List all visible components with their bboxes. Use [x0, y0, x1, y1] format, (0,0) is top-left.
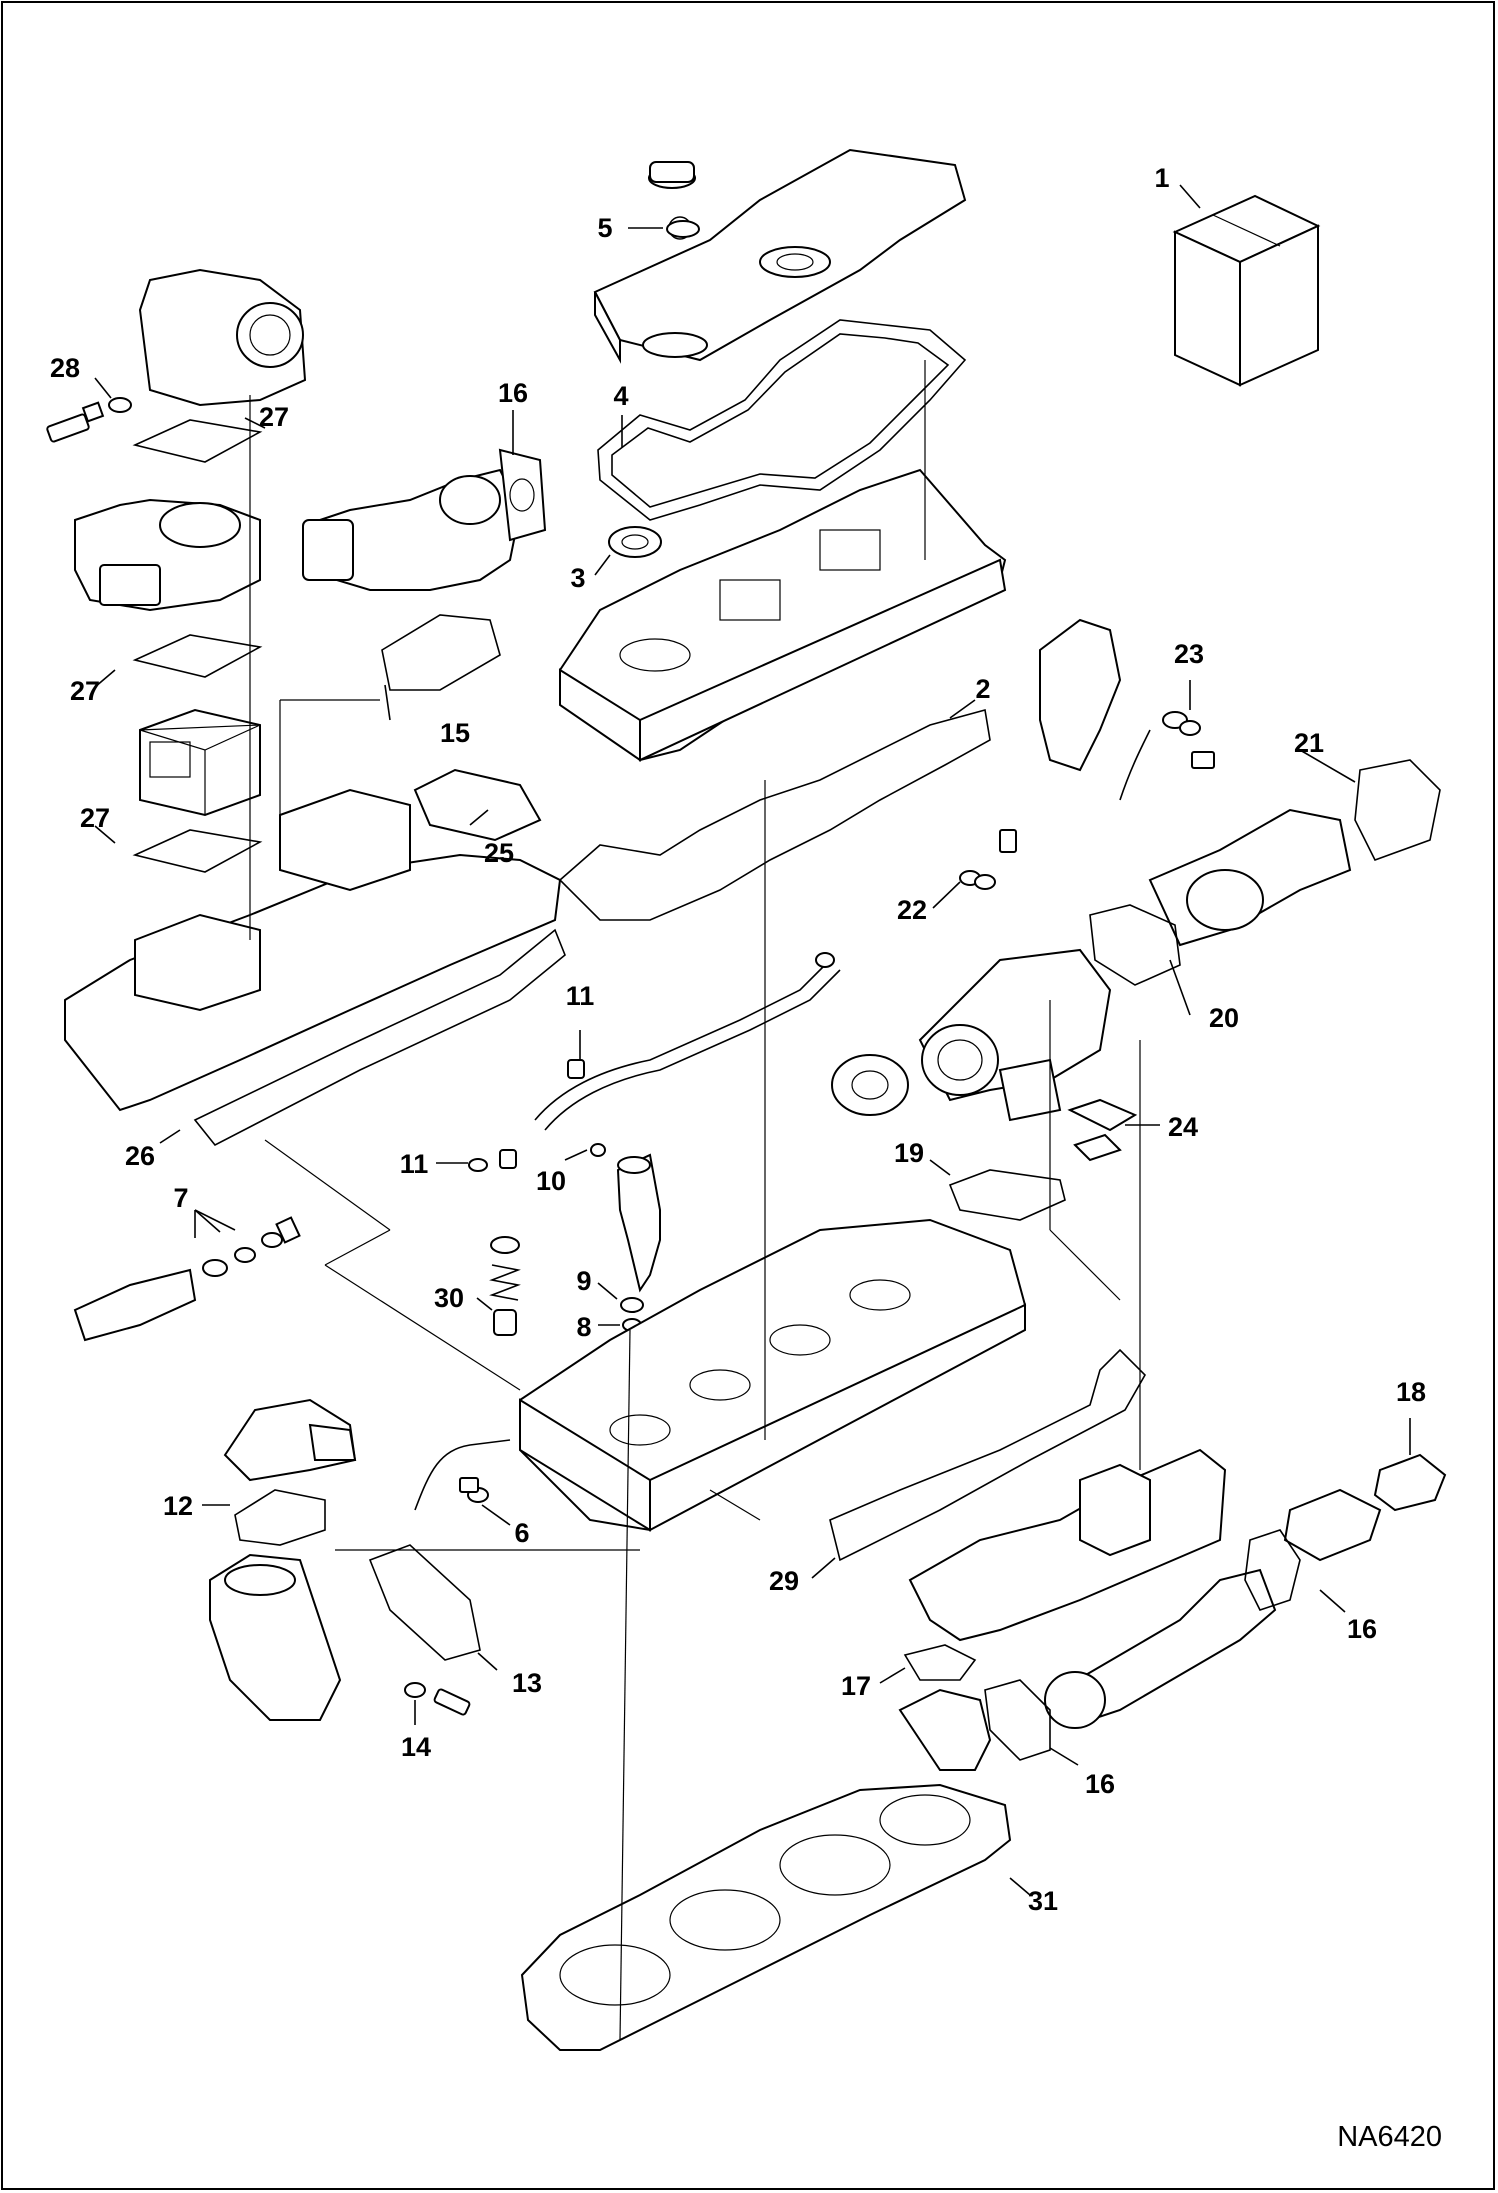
callout-7: 7: [173, 1183, 188, 1213]
part-intake-gasket: [193, 928, 566, 1147]
part-gasket-17: [903, 1644, 977, 1681]
part-gasket-12: [234, 1489, 326, 1546]
callout-16a: 16: [498, 378, 528, 408]
part-kit-box: [1172, 194, 1321, 387]
callout-27b: 27: [70, 676, 100, 706]
part-intake-manifold: [64, 788, 562, 1112]
part-sensor-28: [46, 397, 132, 443]
part-fuel-rail: [73, 1216, 301, 1342]
part-exhaust-outlet: [1148, 808, 1352, 947]
callout-30: 30: [434, 1283, 464, 1313]
callout-8: 8: [576, 1312, 591, 1342]
part-intake-elbow: [138, 268, 307, 407]
part-seal-10: [590, 1143, 606, 1157]
part-temp-sensor: [433, 1688, 471, 1716]
callout-20: 20: [1209, 1003, 1239, 1033]
part-gasket-21: [1354, 759, 1441, 861]
part-rocker-housing: [558, 468, 1007, 762]
part-rocker-gasket: [558, 708, 991, 921]
part-pipe-6: [414, 1439, 511, 1511]
part-flange-16: [1283, 1488, 1382, 1562]
part-engine-block-partial: [1039, 618, 1215, 801]
part-clamp-11: [468, 1059, 585, 1172]
part-thermostat-housing: [223, 1398, 357, 1482]
part-gasket-16-right: [1244, 1529, 1301, 1611]
part-gasket-16-low: [984, 1679, 1051, 1761]
part-egr-cooler-block: [139, 708, 261, 817]
callout-6: 6: [514, 1518, 529, 1548]
part-egr-valve: [302, 448, 547, 591]
part-water-outlet: [209, 1553, 342, 1721]
callout-9: 9: [576, 1266, 591, 1296]
leader-lines: [94, 184, 1411, 1896]
part-gasket-27-low: [132, 829, 263, 873]
callout-22: 22: [897, 895, 927, 925]
part-fuel-line: [534, 952, 841, 1131]
part-gasket-27-mid: [132, 634, 263, 678]
part-gasket-13: [368, 1544, 481, 1661]
callout-16c: 16: [1085, 1769, 1115, 1799]
part-seal-3: [608, 526, 662, 558]
part-flange-18: [1373, 1453, 1447, 1512]
part-bracket-24: [1067, 1098, 1138, 1162]
part-gasket-19: [948, 1169, 1066, 1221]
callout-26: 26: [125, 1141, 155, 1171]
part-o-ring-5: [666, 220, 700, 238]
callout-11a: 11: [566, 981, 595, 1011]
callout-1: 1: [1154, 163, 1169, 193]
part-exhaust-gasket: [829, 1348, 1146, 1562]
callout-10: 10: [536, 1166, 566, 1196]
part-injector: [616, 1153, 661, 1293]
part-washer-14: [404, 1682, 426, 1698]
assembly-lines: [249, 360, 1141, 2041]
figure-code: NA6420: [1337, 2121, 1442, 2153]
part-o-ring-9: [620, 1297, 644, 1313]
part-exhaust-manifold: [908, 1448, 1227, 1642]
callout-29: 29: [769, 1566, 799, 1596]
part-cover-plate-25: [413, 768, 542, 842]
part-elbow-17: [898, 1688, 992, 1771]
callout-labels: 1 2 3 4 5 6 7 8 9 10 11 11 12 13 14 15 1…: [50, 163, 1426, 1916]
part-egr-cooler: [1044, 1568, 1277, 1729]
callout-31: 31: [1028, 1886, 1058, 1916]
callout-14: 14: [401, 1732, 431, 1762]
callout-25: 25: [484, 838, 514, 868]
part-valve-cover-gasket: [597, 319, 967, 521]
part-throttle-body: [74, 498, 261, 612]
callout-2: 2: [975, 674, 990, 704]
callout-16b: 16: [1347, 1614, 1377, 1644]
part-head-gasket: [520, 1783, 1012, 2051]
callout-4: 4: [613, 381, 628, 411]
callout-5: 5: [597, 213, 612, 243]
callout-3: 3: [570, 563, 585, 593]
part-bolt-22: [959, 829, 1017, 890]
callout-17: 17: [841, 1671, 871, 1701]
part-gasket-27-top: [132, 419, 263, 463]
callout-19: 19: [894, 1138, 924, 1168]
callout-11b: 11: [400, 1149, 429, 1179]
part-turbocharger: [831, 948, 1112, 1122]
callout-24: 24: [1168, 1112, 1198, 1142]
part-egr-gasket: [381, 614, 501, 691]
callout-23: 23: [1174, 639, 1204, 669]
callout-15: 15: [440, 718, 470, 748]
part-spring-30: [489, 1236, 521, 1336]
part-gasket-20: [1089, 904, 1181, 986]
part-cylinder-head: [519, 1218, 1027, 1532]
callout-12: 12: [163, 1491, 193, 1521]
callout-27c: 27: [80, 803, 110, 833]
callout-18: 18: [1396, 1377, 1426, 1407]
callout-13: 13: [512, 1668, 542, 1698]
callout-28: 28: [50, 353, 80, 383]
callout-27a: 27: [259, 402, 289, 432]
callout-21: 21: [1294, 728, 1324, 758]
